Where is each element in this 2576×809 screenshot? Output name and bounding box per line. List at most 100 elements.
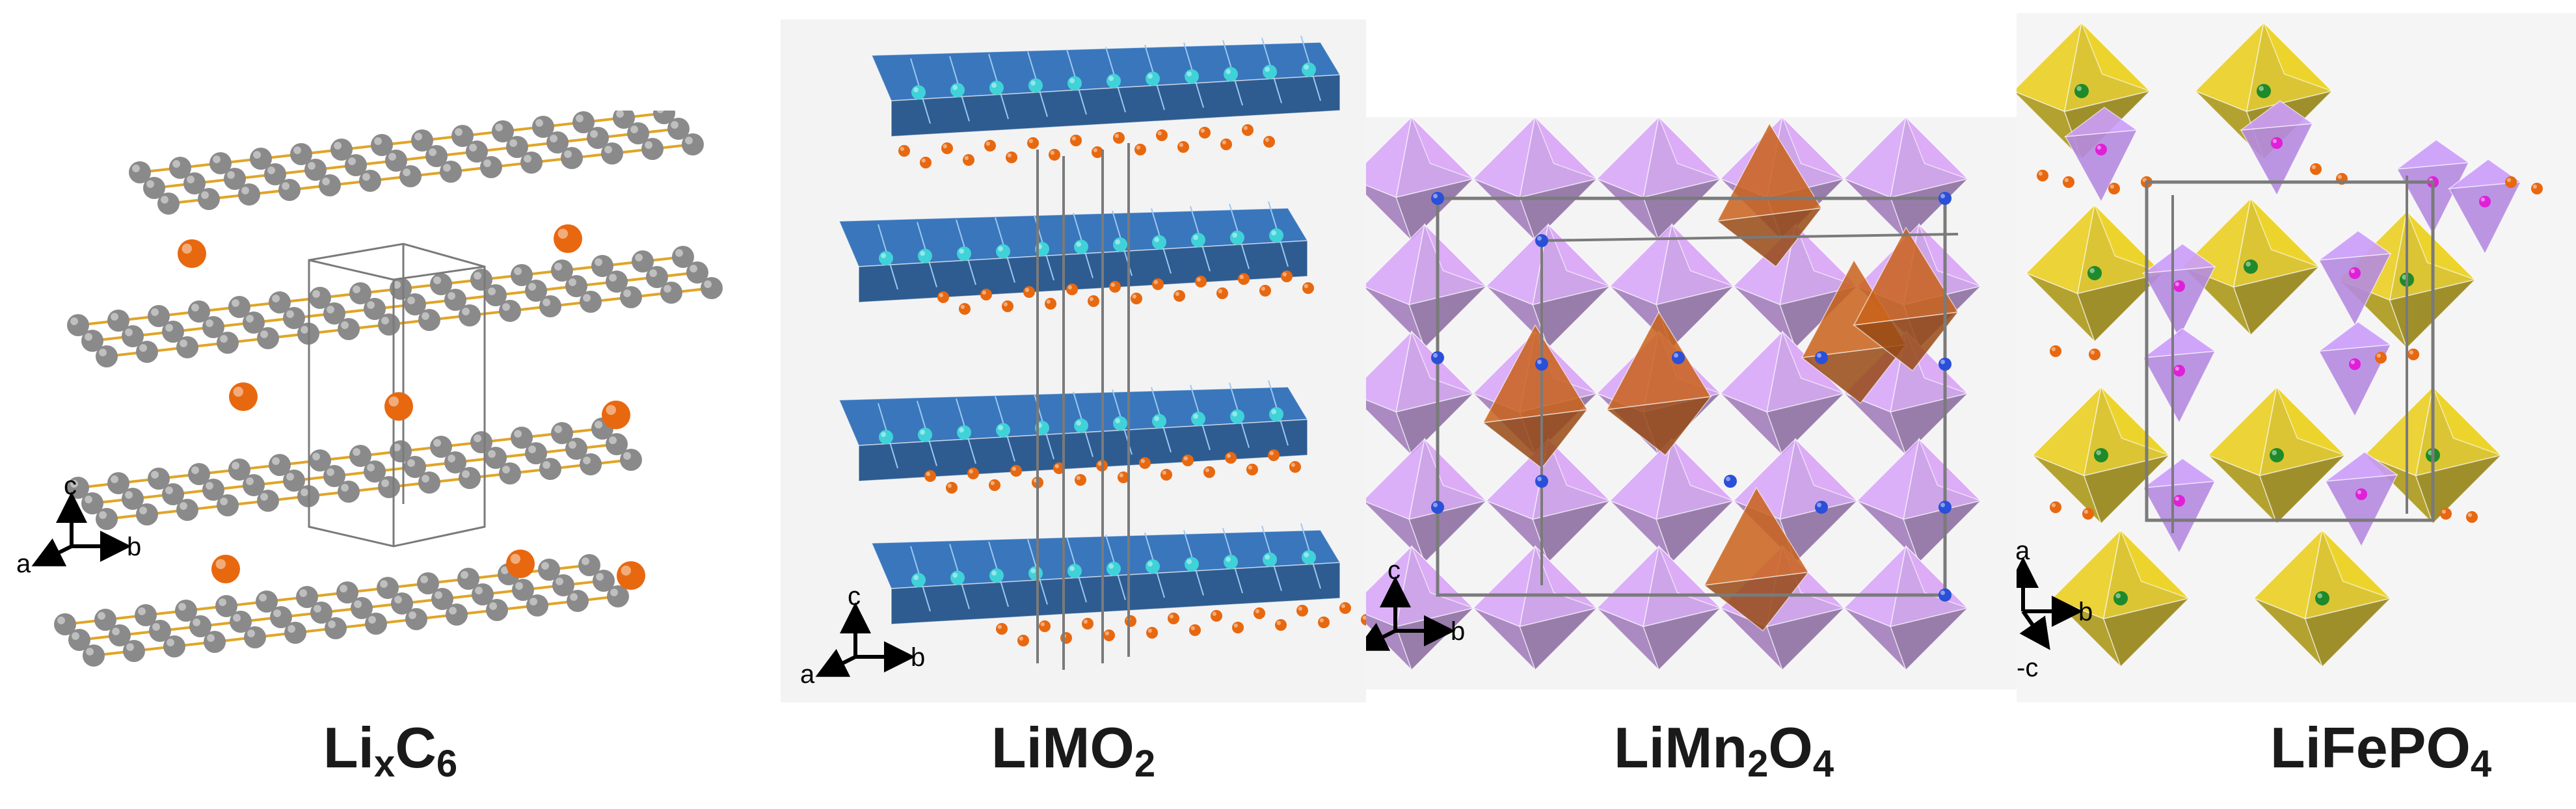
carbon-atom-highlight [609,274,617,282]
metal-ion-highlight [952,572,958,578]
lithium-ion [1195,276,1207,287]
mno6-octahedron-face [1643,178,1723,242]
lithium-ion-highlight [1226,453,1231,458]
lithium-ion [2037,170,2048,181]
carbon-atom-highlight [328,620,336,628]
lithium-ion-highlight [1040,622,1045,626]
metal-ion-highlight [920,429,925,435]
po4-tetrahedron [2317,321,2393,352]
lithium-ion [1318,617,1330,628]
lithium-ion-highlight [1007,153,1012,158]
carbon-atom [371,134,393,156]
carbon-atom [627,122,649,144]
carbon-atom [613,111,635,129]
carbon-atom [323,302,345,325]
carbon-atom-highlight [380,580,388,588]
axes-lixc6-right-label: b [127,533,141,561]
metal-ion-highlight [1226,69,1231,74]
lithium-ion-highlight [1261,286,1265,291]
mno6-octahedron-face [1671,438,1734,501]
carbon-atom [430,273,452,295]
lithium-ion [2082,508,2094,520]
carbon-atom-highlight [353,448,360,456]
carbon-atom-highlight [403,168,410,176]
carbon-atom-highlight [474,272,481,280]
carbon-atom-highlight [139,344,147,352]
carbon-atom-highlight [227,171,235,179]
mno6-octahedron-face [1395,178,1475,242]
carbon-atom-highlight [180,339,187,347]
carbon-atom-highlight [595,258,602,266]
carbon-atom-highlight [374,137,382,145]
carbon-atom [431,588,453,610]
carbon-atom-highlight [259,594,267,602]
lithium-ion [967,468,979,479]
carbon-atom-highlight [414,133,422,140]
metal-ion-highlight [1265,66,1270,72]
mno6-octahedron-face [1658,117,1721,179]
lithium-ion-highlight [1255,609,1259,613]
lithium-ion [1238,273,1250,285]
carbon-atom [309,287,331,309]
metal-ion-highlight [1265,554,1270,560]
lithium-ion-highlight [1304,284,1308,288]
carbon-atom [284,622,306,644]
carbon-atom [176,499,198,521]
metal-ion [879,251,893,265]
lithium-ion [1092,146,1103,158]
carbon-atom [364,460,386,483]
lithium-ion [1131,293,1142,304]
lithium-ion [1254,607,1265,619]
po4-tetrahedron [2239,100,2314,131]
carbon-atom [601,142,623,165]
lithium-ion-highlight [900,146,904,152]
metal-ion [996,244,1010,259]
p-atom-highlight [2175,496,2179,501]
metal-ion [1269,407,1283,421]
carbon-atom-highlight [267,166,275,174]
axes-limo2-right-label: b [911,643,925,672]
lithium-ion [1156,129,1168,141]
carbon-atom [109,624,131,646]
limo2-structure: acb [781,20,1366,702]
lio4-tetrahedron [1853,312,1959,372]
lithium-ion-highlight [1239,274,1244,279]
carbon-atom [278,179,301,201]
carbon-atom-highlight [312,453,320,460]
carbon-atom [538,559,560,581]
fe-atom [2113,591,2128,605]
carbon-atom [122,325,144,347]
metal-ion [1074,239,1088,254]
lithium-ion-highlight [1169,614,1174,618]
lithium-ion [1275,619,1287,631]
carbon-atom [580,291,602,313]
mno6-octahedron-face [1408,285,1488,349]
lithium-ion [2375,352,2387,364]
lithium-ion-highlight [1136,145,1140,150]
lithium-ion-highlight [1076,475,1080,480]
feo6-octahedron-face [2432,386,2502,456]
axes-limo2-left-arrow [815,648,857,677]
lithium-ion [1203,466,1215,478]
lithium-ion-highlight [2038,171,2043,176]
unit-cell-edge [308,259,394,281]
lithium-ion [1006,152,1017,163]
carbon-atom-highlight [541,562,549,570]
unit-cell [2145,180,2435,522]
lithium-ion [1070,135,1082,146]
fe-atom-highlight [2089,268,2095,273]
carbon-atom [451,125,474,147]
mno6-octahedron-face [1408,499,1488,564]
fe-atom-highlight [2317,593,2322,599]
lithium-ion [984,140,996,152]
carbon-atom-highlight [241,187,249,194]
carbon-atom-highlight [433,439,441,447]
metal-ion [911,573,926,587]
lithium-ion [2089,349,2100,360]
carbon-atom-highlight [327,306,334,313]
po4-tetrahedron [2317,230,2393,261]
carbon-atom [349,282,371,304]
lithium-ion [211,555,240,583]
carbon-atom [148,468,170,490]
